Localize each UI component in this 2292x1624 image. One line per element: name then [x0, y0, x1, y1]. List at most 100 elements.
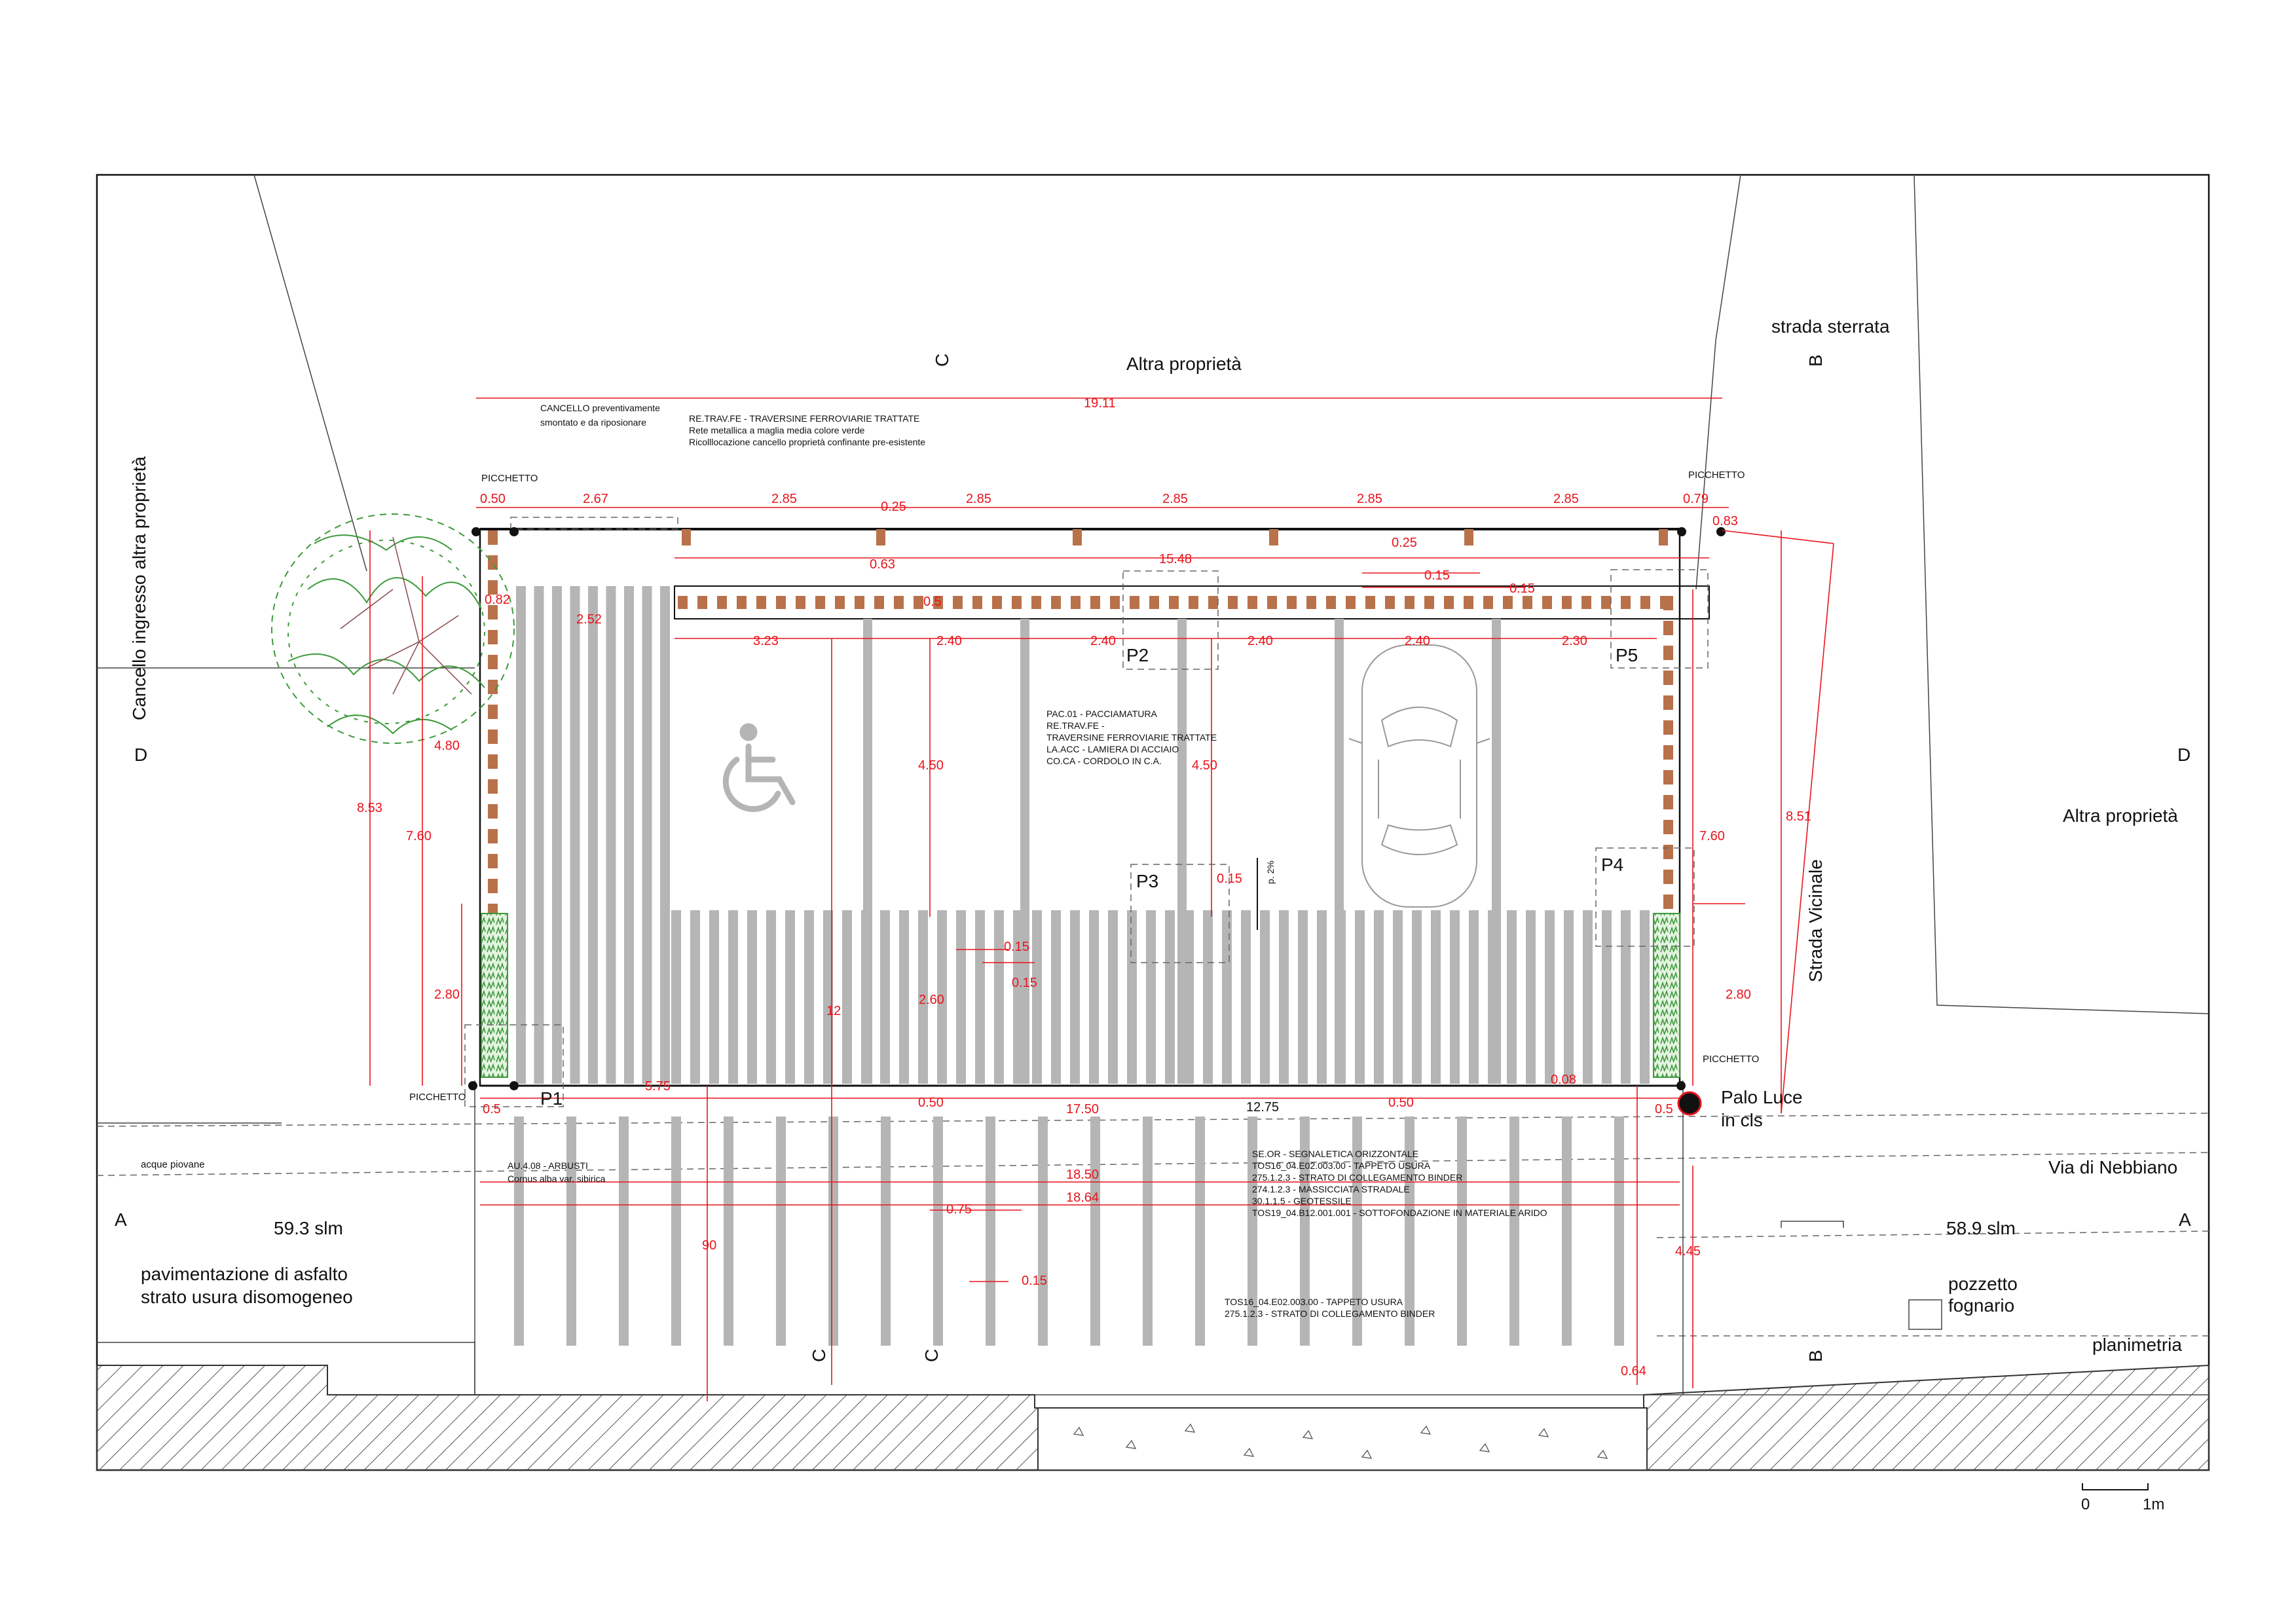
crossing-stripe	[823, 910, 833, 1084]
curb-sleeper	[1663, 646, 1673, 660]
label-picchetto-tl: PICCHETTO	[481, 473, 538, 484]
label-pavimentazione-2: strato usura disomogeneo	[141, 1287, 353, 1307]
dim-2-67: 2.67	[583, 492, 608, 506]
label-in-cls: in cls	[1721, 1110, 1763, 1130]
dim-0-82: 0.82	[485, 593, 510, 607]
note-pac-1: PAC.01 - PACCIAMATURA	[1046, 709, 1157, 719]
dim-0-15-e: 0.15	[1022, 1274, 1047, 1288]
crossing-stripe	[804, 910, 814, 1084]
curb-sleeper	[953, 596, 963, 609]
dim-0-5-top: 0.5	[923, 595, 942, 609]
crossing-stripe	[899, 910, 909, 1084]
fence-post	[1464, 529, 1473, 545]
label-slm-right: 58.9 slm	[1946, 1218, 2016, 1238]
dim-2-40-4: 2.40	[1405, 634, 1430, 648]
curb-sleeper	[1663, 745, 1673, 760]
note-retrav-1: RE.TRAV.FE - TRAVERSINE FERROVIARIE TRAT…	[689, 413, 919, 424]
curb-sleeper	[992, 596, 1002, 609]
curb-sleeper	[1326, 596, 1336, 609]
property-line-top-right	[1695, 174, 1741, 590]
curb-sleeper	[1663, 621, 1673, 635]
dim-19-11: 19.11	[1084, 396, 1116, 411]
wheelchair-icon	[722, 723, 796, 813]
dim-4-50-a: 4.50	[918, 758, 944, 773]
note-tos-2: 275.1.2.3 - STRATO DI COLLEGAMENTO BINDE…	[1225, 1308, 1435, 1319]
dim-2-30: 2.30	[1562, 634, 1587, 648]
parking-p4: P4	[1601, 855, 1623, 875]
dim-2-80-right: 2.80	[1726, 987, 1751, 1002]
crossing-stripe	[1108, 910, 1118, 1084]
hedge-right	[1653, 913, 1680, 1078]
road-stripe	[828, 1116, 838, 1346]
fence-post	[1659, 529, 1668, 545]
curb-sleeper	[1663, 671, 1673, 685]
curb-sleeper	[488, 879, 498, 893]
section-c-top: C	[932, 354, 952, 367]
hatch-stripe	[642, 586, 652, 1084]
label-altra-proprieta-top: Altra proprietà	[1126, 354, 1242, 374]
road-stripe	[986, 1116, 995, 1346]
crossing-stripe	[1374, 910, 1384, 1084]
section-b-bottom: B	[1805, 1350, 1826, 1362]
curb-sleeper	[488, 829, 498, 843]
dim-0-15-c: 0.15	[1004, 940, 1029, 954]
pedestrian-crossing-zone	[671, 910, 1650, 1084]
crossing-stripe	[1488, 910, 1498, 1084]
curb-sleeper	[488, 580, 498, 595]
label-strada-sterrata: strada sterrata	[1771, 316, 1890, 337]
scale-bar	[2082, 1483, 2149, 1490]
section-b-top: B	[1805, 354, 1826, 367]
dim-0-5-right: 0.5	[1655, 1102, 1673, 1116]
label-cancello-ingresso: Cancello ingresso altra proprietà	[129, 456, 149, 720]
road-crossing-stripes	[514, 1116, 1624, 1346]
curb-sleeper	[488, 555, 498, 570]
curb-sleeper	[914, 596, 923, 609]
dim-4-45: 4.45	[1675, 1244, 1701, 1259]
crossing-stripe	[975, 910, 985, 1084]
dim-4-80: 4.80	[434, 739, 460, 753]
curb-sleeper	[1405, 596, 1414, 609]
curb-sleeper	[972, 596, 982, 609]
dim-0-63: 0.63	[870, 557, 895, 572]
crossing-stripe	[1336, 910, 1346, 1084]
road-stripe	[1195, 1116, 1205, 1346]
curb-sleeper	[1169, 596, 1179, 609]
note-pac-2: RE.TRAV.FE -	[1046, 720, 1105, 731]
road-stripe	[1038, 1116, 1048, 1346]
road-stripe	[1300, 1116, 1310, 1346]
label-picchetto-bl: PICCHETTO	[409, 1092, 466, 1103]
note-seor-6: TOS19_04.B12.001.001 - SOTTOFONDAZIONE I…	[1252, 1208, 1547, 1218]
label-pozzetto-1: pozzetto	[1948, 1274, 2018, 1294]
section-a-right: A	[2179, 1209, 2191, 1230]
curb-sleeper	[1601, 596, 1611, 609]
fence-post	[1269, 529, 1278, 545]
dim-2-85-5: 2.85	[1553, 492, 1579, 506]
hatch-stripe	[624, 586, 634, 1084]
hedge-left	[481, 913, 508, 1078]
dim-0-79: 0.79	[1683, 492, 1709, 506]
curb-sleeper	[1640, 596, 1650, 609]
crossing-stripe	[1526, 910, 1536, 1084]
crossing-stripe	[918, 910, 928, 1084]
road-stripe	[1248, 1116, 1257, 1346]
note-pac-3: TRAVERSINE FERROVIARIE TRATTATE	[1046, 732, 1217, 743]
dim-2-85-2: 2.85	[966, 492, 991, 506]
road-stripe	[1143, 1116, 1153, 1346]
label-pavimentazione-1: pavimentazione di asfalto	[141, 1264, 348, 1284]
note-seor-4: 274.1.2.3 - MASSICCIATA STRADALE	[1252, 1184, 1410, 1194]
curb-sleeper	[1483, 596, 1493, 609]
curb-sleeper	[1663, 596, 1673, 610]
dim-2-40-1: 2.40	[936, 634, 962, 648]
dim-2-40-2: 2.40	[1090, 634, 1116, 648]
dim-0-50-b: 0.50	[918, 1096, 944, 1110]
curb-sleeper	[1130, 596, 1139, 609]
note-arbusti-1: AU.4.08 - ARBUSTI	[508, 1160, 588, 1171]
dim-12-75: 12.75	[1246, 1100, 1279, 1115]
curb-sleeper	[1663, 795, 1673, 809]
dim-2-60: 2.60	[919, 993, 944, 1007]
section-a-left: A	[115, 1209, 127, 1230]
road-edge-left	[97, 1122, 2209, 1395]
road-stripe	[1352, 1116, 1362, 1346]
label-altra-proprieta-right: Altra proprietà	[2063, 805, 2178, 826]
picchetto-dot-tl2	[509, 527, 519, 536]
